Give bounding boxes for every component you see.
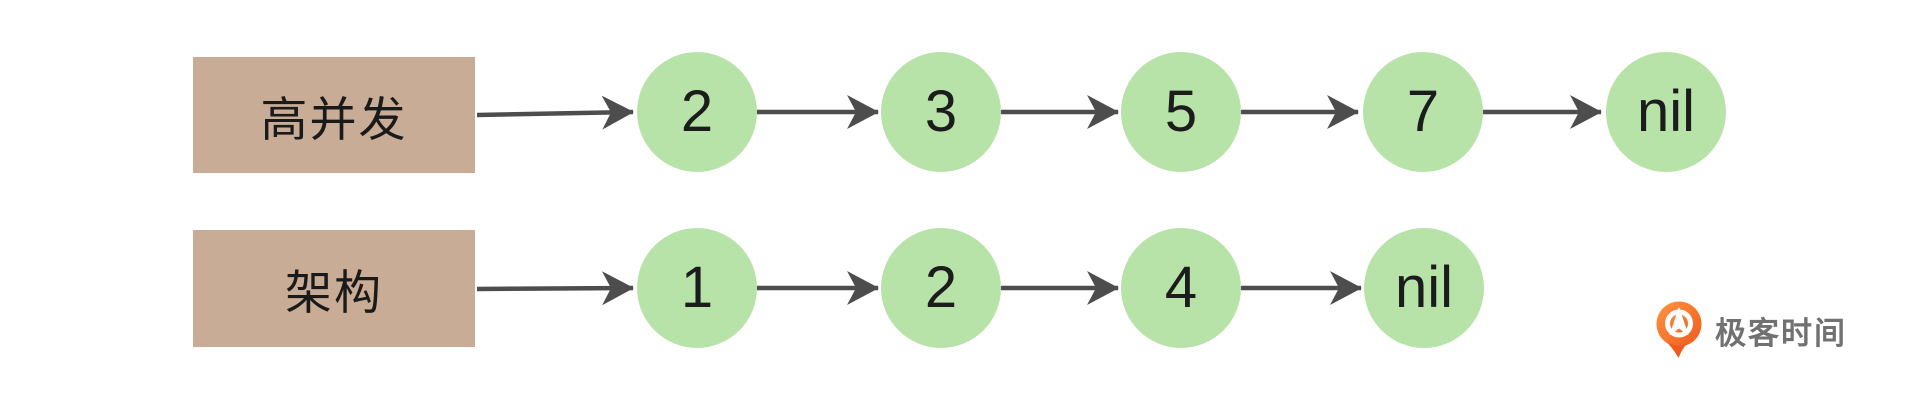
- list2-node-nil: nil: [1364, 228, 1484, 348]
- list1-node-1: 2: [637, 52, 757, 172]
- list1-node-3: 5: [1121, 52, 1241, 172]
- list1-node-2: 3: [881, 52, 1001, 172]
- node-value: 4: [1164, 255, 1198, 320]
- node-value: 3: [924, 79, 958, 144]
- node-value: 5: [1164, 79, 1198, 144]
- list2-node-3: 4: [1121, 228, 1241, 348]
- node-value: nil: [1636, 79, 1696, 144]
- list1-label-box: 高并发: [193, 57, 475, 173]
- geektime-pin-icon: [1656, 301, 1702, 358]
- list1-node-4: 7: [1363, 52, 1483, 172]
- node-value: 2: [680, 79, 714, 144]
- arrow-list2-label-to-node1: [476, 271, 634, 306]
- geektime-logo: 极客时间: [1655, 300, 1847, 360]
- node-value: nil: [1394, 255, 1454, 320]
- node-value: 2: [924, 255, 958, 320]
- list2-label: 架构: [285, 266, 383, 319]
- list2-label-box: 架构: [193, 230, 475, 347]
- geektime-logo-text: 极客时间: [1715, 315, 1847, 351]
- list2-node-1: 1: [637, 228, 757, 348]
- list1-label: 高并发: [260, 92, 408, 146]
- list1-node-nil: nil: [1606, 52, 1726, 172]
- node-value: 1: [680, 255, 714, 320]
- node-value: 7: [1406, 79, 1440, 144]
- list2-node-2: 2: [881, 228, 1001, 348]
- arrow-list1-label-to-node1: [476, 95, 634, 130]
